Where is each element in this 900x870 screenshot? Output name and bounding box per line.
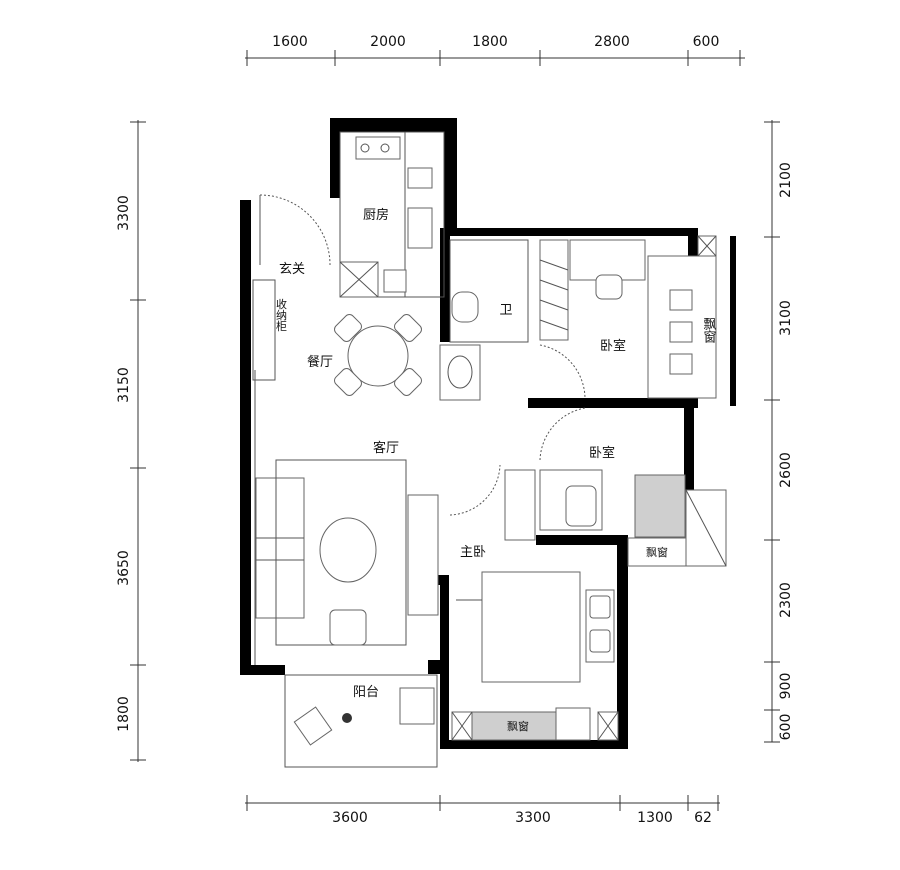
master-bed — [481, 571, 581, 683]
room-bay-window-a: 飘窗 — [701, 317, 717, 343]
room-bedroom-b: 卧室 — [589, 445, 615, 461]
wardrobe-a — [539, 239, 569, 341]
wardrobe-b — [504, 469, 536, 541]
dim-bottom-3: 1300 — [637, 810, 673, 826]
room-living: 客厅 — [373, 440, 399, 456]
dim-left-2: 3150 — [116, 367, 132, 403]
room-kitchen: 厨房 — [363, 207, 389, 223]
dim-top-5: 600 — [693, 34, 720, 50]
dimension-lines — [130, 50, 780, 811]
room-entrance: 玄关 — [279, 262, 305, 277]
coffee-table — [319, 517, 377, 583]
tv-cabinet — [407, 494, 439, 616]
dim-right-5: 900 — [778, 673, 794, 700]
dim-bottom-1: 3600 — [332, 810, 368, 826]
room-bay-window-b: 飘窗 — [646, 545, 668, 559]
room-bath: 卫 — [499, 303, 512, 318]
wash-basin — [439, 344, 481, 401]
storage-cabinet — [252, 279, 276, 381]
lounge-chair — [293, 706, 333, 746]
dim-right-2: 3100 — [778, 300, 794, 336]
room-master: 主卧 — [460, 545, 486, 560]
toilet — [451, 291, 479, 323]
dim-top-1: 1600 — [272, 34, 308, 50]
dim-left-3: 3650 — [116, 550, 132, 586]
bay-window-b — [627, 537, 687, 567]
room-dining: 餐厅 — [307, 354, 333, 370]
dim-top-2: 2000 — [370, 34, 406, 50]
dim-bottom-2: 3300 — [515, 810, 551, 826]
dim-left-4: 1800 — [116, 696, 132, 732]
stove — [355, 136, 401, 160]
room-balcony: 阳台 — [353, 685, 379, 700]
dim-top-3: 1800 — [472, 34, 508, 50]
interior-lines — [252, 131, 727, 768]
sofa — [255, 477, 305, 619]
dim-right-6: 600 — [778, 714, 794, 741]
dim-left-1: 3300 — [116, 195, 132, 231]
dim-right-1: 2100 — [778, 162, 794, 198]
dim-top-4: 2800 — [594, 34, 630, 50]
dim-bottom-4: 62 — [694, 810, 712, 826]
room-bay-window-c: 飘窗 — [507, 719, 529, 733]
room-bedroom-a: 卧室 — [600, 338, 626, 354]
dining-table — [347, 325, 409, 387]
room-storage: 收纳柜 — [275, 297, 288, 332]
dim-right-3: 2600 — [778, 452, 794, 488]
dim-right-4: 2300 — [778, 582, 794, 618]
